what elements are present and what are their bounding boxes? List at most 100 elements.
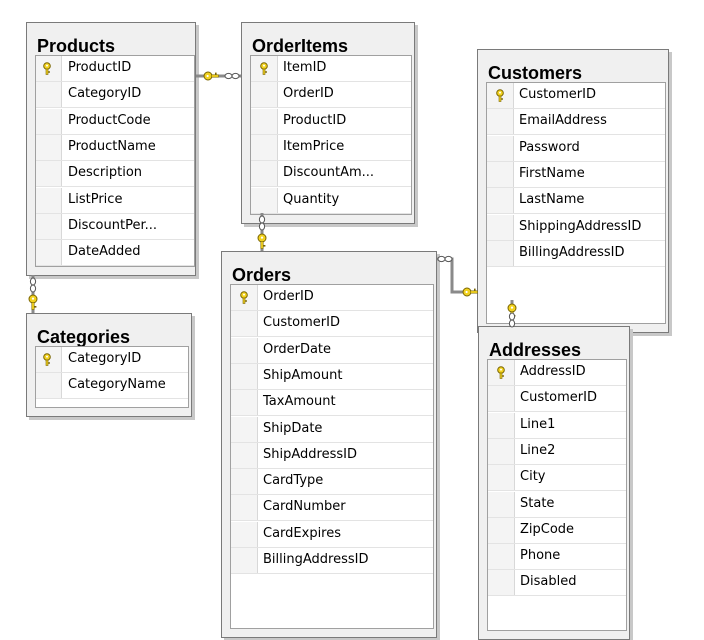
column-row[interactable]: ItemPrice: [251, 134, 411, 161]
row-selector[interactable]: [488, 360, 515, 385]
primary-key-row[interactable]: ItemID: [251, 56, 411, 82]
row-selector[interactable]: [231, 363, 258, 389]
column-row[interactable]: DiscountPer...: [36, 213, 194, 240]
column-row[interactable]: DateAdded: [36, 240, 194, 267]
row-selector[interactable]: [488, 412, 515, 438]
column-row[interactable]: Disabled: [488, 570, 626, 597]
column-row[interactable]: BillingAddressID: [487, 240, 665, 267]
row-selector[interactable]: [251, 161, 278, 187]
row-selector[interactable]: [36, 347, 62, 372]
column-row[interactable]: EmailAddress: [487, 109, 665, 136]
row-selector[interactable]: [36, 134, 62, 160]
table-title[interactable]: Customers: [488, 63, 583, 83]
column-row[interactable]: Line1: [488, 412, 626, 439]
column-row[interactable]: Phone: [488, 544, 626, 571]
row-selector[interactable]: [488, 386, 515, 412]
row-selector[interactable]: [487, 188, 514, 214]
row-selector[interactable]: [36, 108, 62, 134]
column-row[interactable]: CardNumber: [231, 495, 433, 522]
row-selector[interactable]: [36, 240, 62, 266]
table-title[interactable]: Categories: [37, 327, 131, 347]
row-selector[interactable]: [251, 82, 278, 108]
column-row[interactable]: CustomerID: [488, 386, 626, 413]
table-title[interactable]: Products: [37, 36, 116, 56]
relationship-customers-orders[interactable]: [437, 257, 477, 294]
column-row[interactable]: ProductID: [251, 108, 411, 135]
column-row[interactable]: OrderDate: [231, 337, 433, 364]
key-icon: [240, 291, 248, 304]
row-selector[interactable]: [231, 390, 258, 416]
row-selector[interactable]: [231, 548, 258, 573]
column-row[interactable]: Line2: [488, 438, 626, 465]
primary-key-row[interactable]: OrderID: [231, 285, 433, 311]
column-row[interactable]: Quantity: [251, 187, 411, 214]
row-selector[interactable]: [488, 544, 515, 570]
column-row[interactable]: FirstName: [487, 161, 665, 188]
row-selector[interactable]: [36, 213, 62, 239]
row-selector[interactable]: [488, 465, 515, 491]
row-selector[interactable]: [231, 521, 258, 547]
column-row[interactable]: ShippingAddressID: [487, 214, 665, 241]
column-row[interactable]: Description: [36, 161, 194, 188]
column-row[interactable]: ShipDate: [231, 416, 433, 443]
row-selector[interactable]: [36, 187, 62, 213]
column-row[interactable]: ProductCode: [36, 108, 194, 135]
column-row[interactable]: State: [488, 491, 626, 518]
column-row[interactable]: TaxAmount: [231, 390, 433, 417]
table-title[interactable]: OrderItems: [252, 36, 349, 56]
column-row[interactable]: CategoryName: [36, 373, 188, 400]
row-selector[interactable]: [251, 56, 278, 81]
primary-key-row[interactable]: ProductID: [36, 56, 194, 82]
row-selector[interactable]: [487, 161, 514, 187]
column-row[interactable]: CardExpires: [231, 521, 433, 548]
row-selector[interactable]: [231, 495, 258, 521]
column-row[interactable]: LastName: [487, 188, 665, 215]
row-selector[interactable]: [487, 83, 514, 108]
column-row[interactable]: OrderID: [251, 82, 411, 109]
row-selector[interactable]: [487, 135, 514, 161]
column-row[interactable]: City: [488, 465, 626, 492]
row-selector[interactable]: [488, 517, 515, 543]
row-selector[interactable]: [251, 187, 278, 213]
column-row[interactable]: ShipAmount: [231, 363, 433, 390]
row-selector[interactable]: [231, 337, 258, 363]
column-row[interactable]: ListPrice: [36, 187, 194, 214]
column-row[interactable]: ShipAddressID: [231, 442, 433, 469]
row-selector[interactable]: [251, 134, 278, 160]
row-selector[interactable]: [36, 373, 62, 399]
table-title[interactable]: Addresses: [489, 340, 582, 360]
primary-key-row[interactable]: AddressID: [488, 360, 626, 386]
column-row[interactable]: CategoryID: [36, 82, 194, 109]
row-selector[interactable]: [488, 570, 515, 596]
row-selector[interactable]: [231, 442, 258, 468]
primary-key-row[interactable]: CategoryID: [36, 347, 188, 373]
row-selector[interactable]: [231, 285, 258, 310]
row-selector[interactable]: [36, 82, 62, 108]
column-row[interactable]: CardType: [231, 469, 433, 496]
row-selector[interactable]: [36, 56, 62, 81]
table-title[interactable]: Orders: [232, 265, 292, 285]
row-selector[interactable]: [488, 438, 515, 464]
column-row[interactable]: CustomerID: [231, 311, 433, 338]
row-selector[interactable]: [36, 161, 62, 187]
column-row[interactable]: DiscountAm...: [251, 161, 411, 188]
column-row[interactable]: ZipCode: [488, 517, 626, 544]
row-selector[interactable]: [488, 491, 515, 517]
row-selector[interactable]: [231, 416, 258, 442]
column-row[interactable]: Password: [487, 135, 665, 162]
row-selector[interactable]: [487, 240, 514, 266]
row-selector[interactable]: [231, 311, 258, 337]
column-row[interactable]: ProductName: [36, 134, 194, 161]
column-row[interactable]: BillingAddressID: [231, 548, 433, 574]
primary-key-row[interactable]: CustomerID: [487, 83, 665, 109]
row-selector[interactable]: [231, 469, 258, 495]
row-selector[interactable]: [487, 214, 514, 240]
row-selector[interactable]: [251, 108, 278, 134]
row-selector[interactable]: [487, 109, 514, 135]
